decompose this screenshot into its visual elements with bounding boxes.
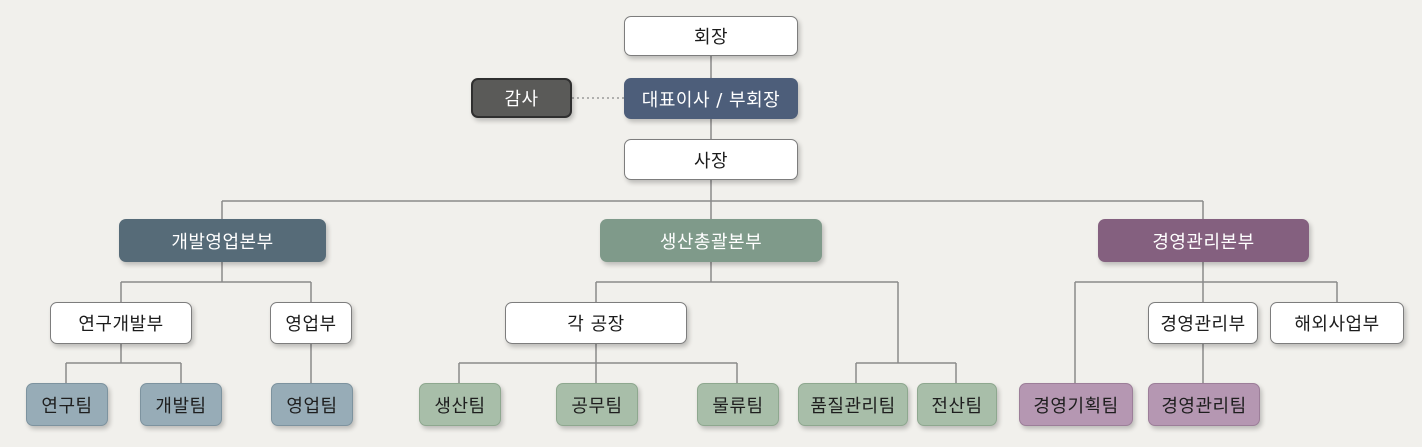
ceo-vice-chairman-box: 대표이사 / 부회장 (624, 78, 798, 119)
president-box: 사장 (624, 139, 798, 180)
department-management: 경영관리부 (1148, 302, 1258, 344)
department-factories: 각 공장 (505, 302, 687, 344)
team-development: 개발팀 (140, 383, 222, 426)
division-production: 생산총괄본부 (600, 219, 822, 262)
team-engineering: 공무팀 (556, 383, 638, 426)
department-overseas: 해외사업부 (1270, 302, 1404, 344)
team-production: 생산팀 (419, 383, 501, 426)
auditor-box: 감사 (471, 78, 572, 118)
team-sales: 영업팀 (271, 383, 353, 426)
team-planning: 경영기획팀 (1019, 383, 1133, 426)
department-rnd: 연구개발부 (50, 302, 192, 344)
team-research: 연구팀 (26, 383, 108, 426)
team-management: 경영관리팀 (1148, 383, 1260, 426)
division-management: 경영관리본부 (1098, 219, 1309, 262)
team-it: 전산팀 (917, 383, 997, 426)
team-logistics: 물류팀 (697, 383, 779, 426)
team-quality: 품질관리팀 (798, 383, 908, 426)
department-sales: 영업부 (270, 302, 352, 344)
chairman-box: 회장 (624, 16, 798, 56)
division-dev-sales: 개발영업본부 (119, 219, 326, 262)
